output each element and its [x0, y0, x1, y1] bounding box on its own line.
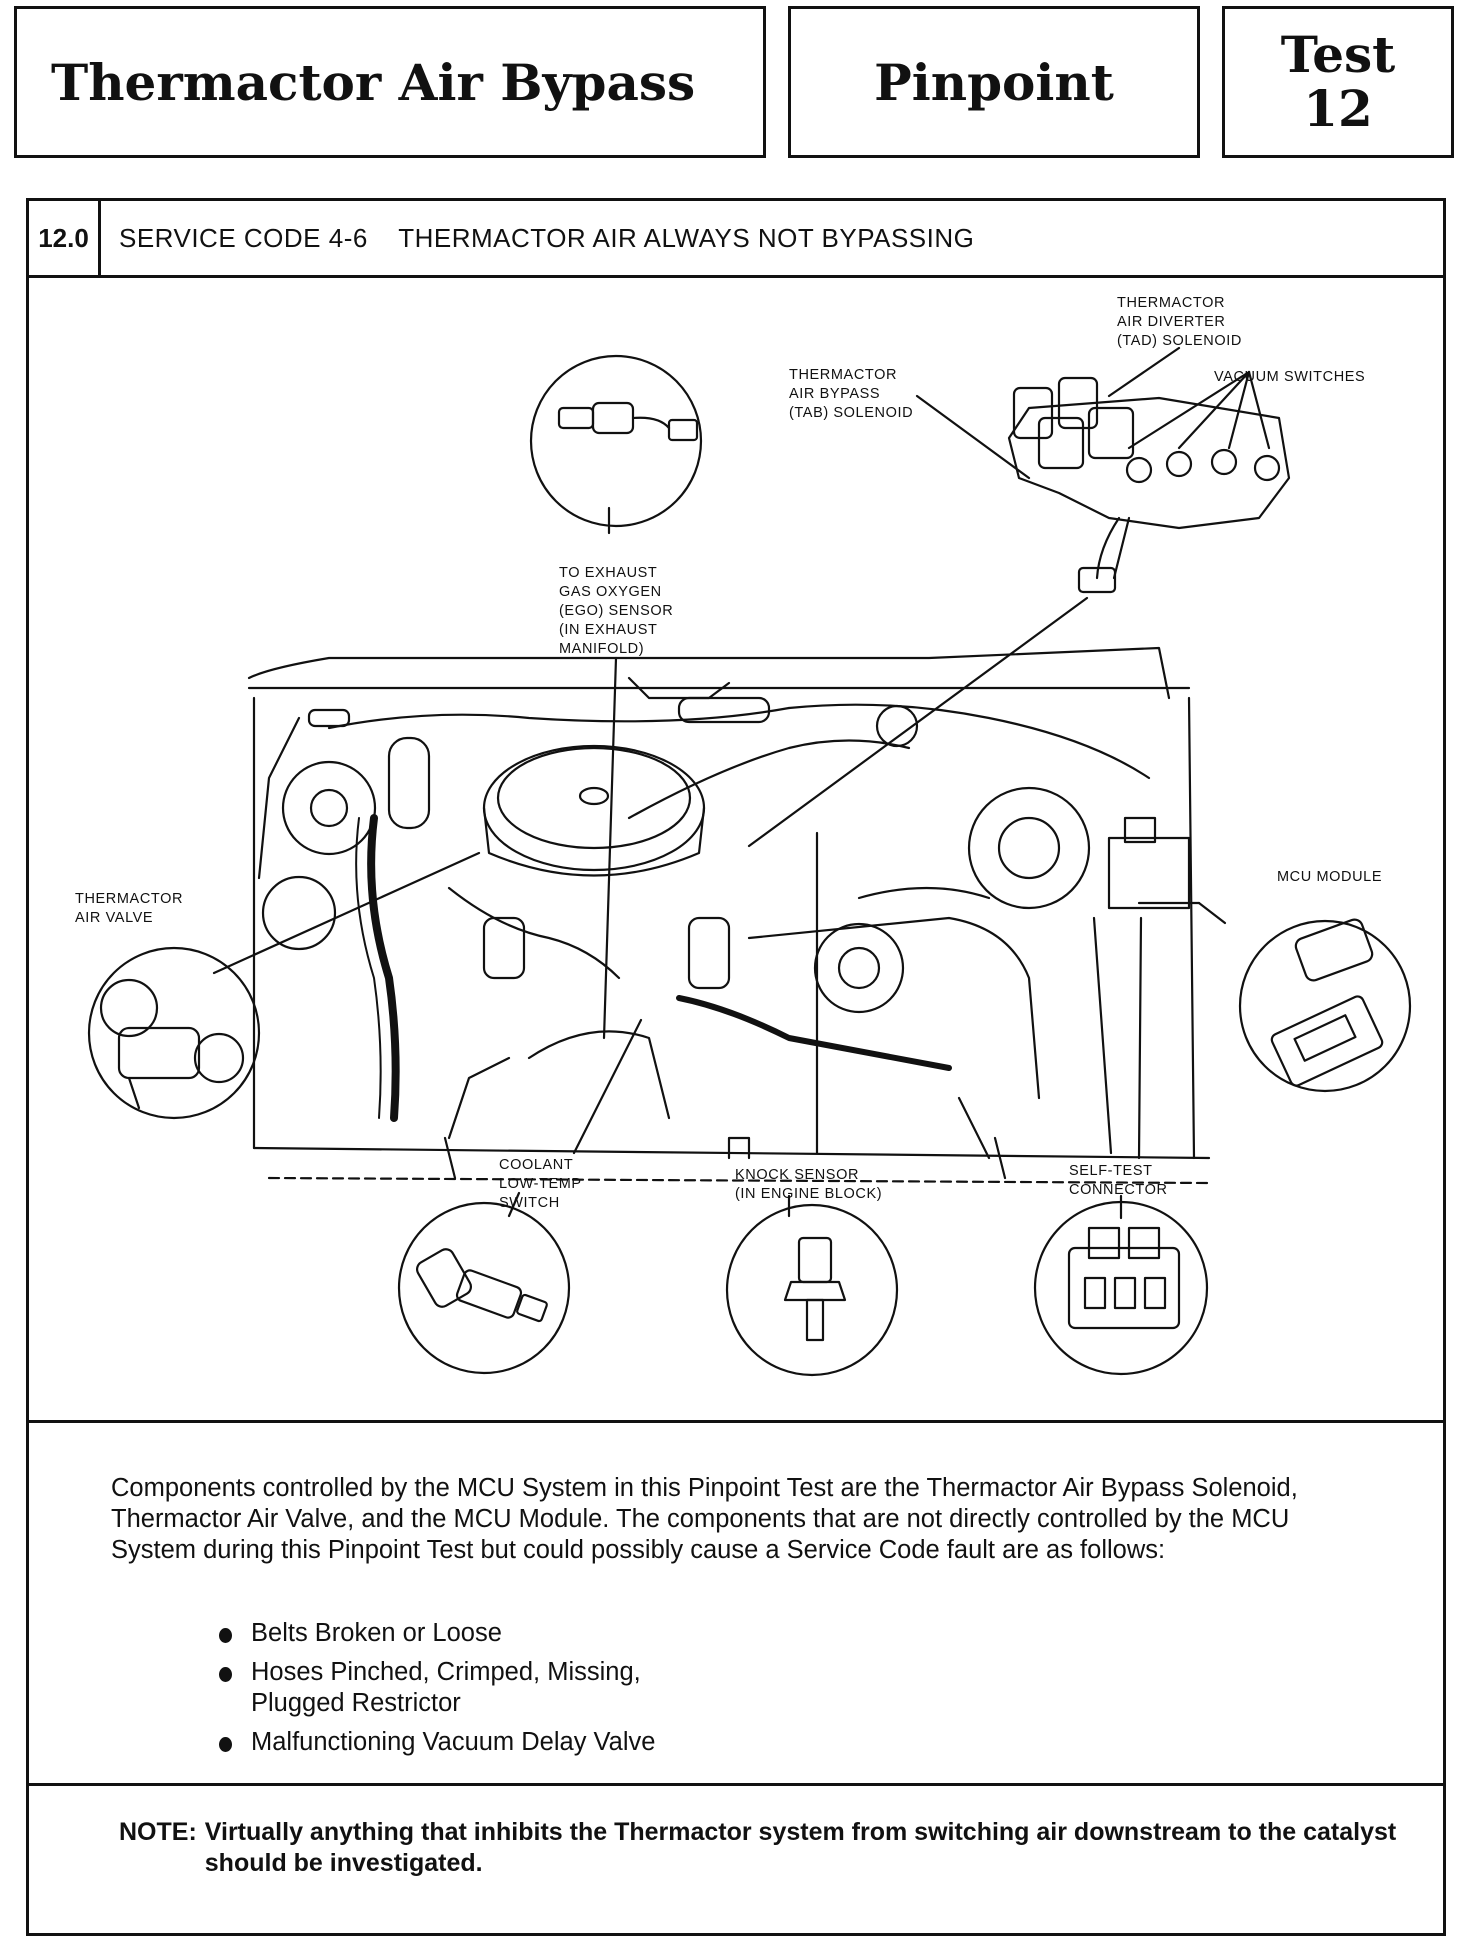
list-item: Belts Broken or Loose	[219, 1618, 1019, 1649]
section-title: SERVICE CODE 4-6 THERMACTOR AIR ALWAYS N…	[119, 223, 975, 253]
leader-lines	[212, 346, 1271, 1220]
label-mcu-module: MCU MODULE	[1277, 869, 1383, 885]
engine-illustration	[87, 346, 1412, 1377]
note-block: NOTE: Virtually anything that inhibits t…	[119, 1817, 1419, 1879]
pinpoint-label: Pinpoint	[874, 52, 1114, 112]
header-pinpoint-box: Pinpoint	[788, 6, 1200, 158]
coolant-switch-detail	[416, 1248, 548, 1323]
knock-sensor-detail	[783, 1236, 847, 1342]
divider	[29, 1783, 1443, 1786]
test-label: Test	[1280, 25, 1396, 84]
fault-causes-list: Belts Broken or Loose Hoses Pinched, Cri…	[219, 1618, 1019, 1766]
section-header: 12.0 SERVICE CODE 4-6 THERMACTOR AIR ALW…	[29, 201, 1443, 278]
ego-sensor-detail	[557, 401, 699, 442]
engine-bay	[247, 646, 1211, 1185]
body-paragraph: Components controlled by the MCU System …	[111, 1474, 1298, 1564]
test-panel: 12.0 SERVICE CODE 4-6 THERMACTOR AIR ALW…	[26, 198, 1446, 1936]
note-label: NOTE:	[119, 1818, 197, 1846]
label-vacuum-switches: VACUUM SWITCHES	[1214, 369, 1366, 385]
selftest-connector-detail	[1067, 1226, 1181, 1330]
divider	[29, 1420, 1443, 1423]
callout-circles	[87, 354, 1412, 1377]
engine-components	[261, 676, 1191, 1180]
section-number: 12.0	[29, 201, 101, 275]
solenoid-assembly	[1007, 376, 1291, 594]
page-title: Thermactor Air Bypass	[51, 52, 696, 112]
header-title-box: Thermactor Air Bypass	[14, 6, 766, 158]
mcu-module-detail	[1270, 918, 1384, 1087]
header-test-box: Test 12	[1222, 6, 1454, 158]
air-cleaner	[482, 744, 706, 877]
air-valve-detail	[99, 978, 245, 1110]
list-item: Hoses Pinched, Crimped, Missing, Plugged…	[219, 1657, 691, 1719]
label-knock-sensor: KNOCK SENSOR(IN ENGINE BLOCK)	[735, 1167, 883, 1202]
list-item: Malfunctioning Vacuum Delay Valve	[219, 1727, 1019, 1758]
note-text: Virtually anything that inhibits the The…	[204, 1818, 1397, 1877]
test-number: 12	[1303, 79, 1373, 138]
